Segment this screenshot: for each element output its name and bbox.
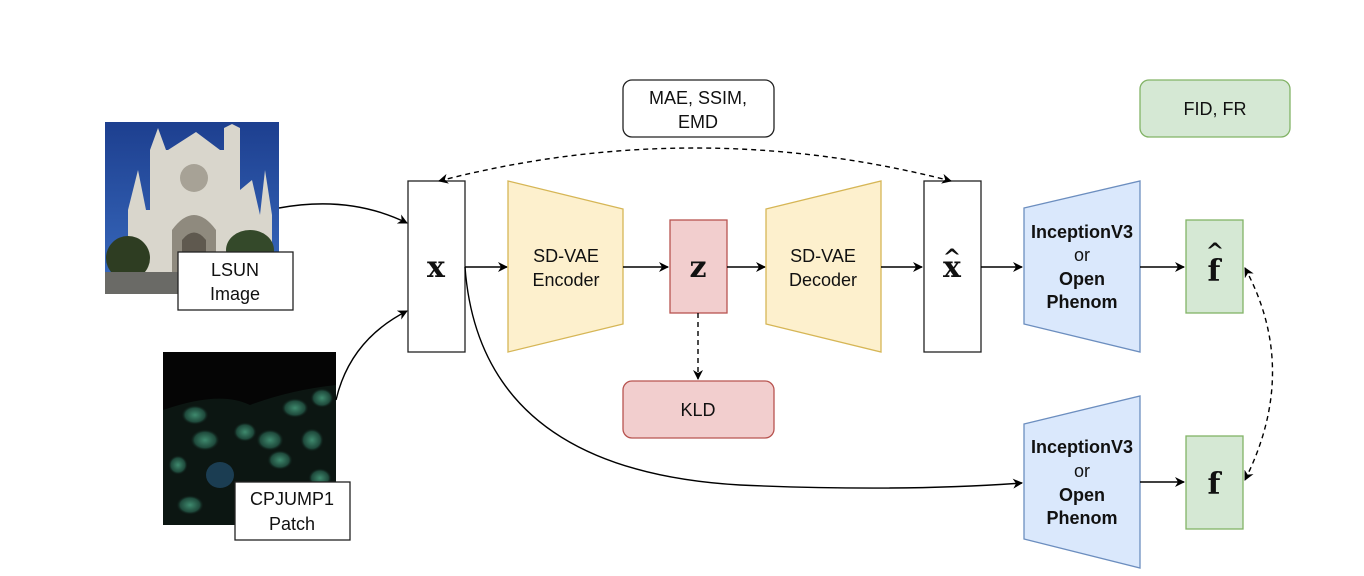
feature-metric-label: FID, FR: [1184, 99, 1247, 119]
feature-net-top-line4: Phenom: [1046, 292, 1117, 312]
feature-net-bottom-line4: Phenom: [1046, 508, 1117, 528]
cpjump-label-box: [234, 481, 351, 541]
feature-net-top-line1: InceptionV3: [1031, 222, 1133, 242]
encoder-label-line2: Encoder: [532, 270, 599, 290]
x-hat-symbol: x: [943, 250, 962, 285]
f-hat-accent: ^: [1206, 239, 1224, 265]
z-node: [669, 219, 728, 314]
f-hat-symbol: f: [1208, 254, 1223, 289]
lsun-to-x-arrow: [278, 203, 408, 224]
reconstruction-metric-line1: MAE, SSIM,: [649, 88, 747, 108]
x-symbol: x: [427, 250, 446, 285]
decoder-label-line2: Decoder: [789, 270, 857, 290]
lsun-label-line1: LSUN: [211, 260, 259, 280]
cpjump-label-line1: CPJUMP1: [250, 489, 334, 509]
x-to-featurenet-bottom-arrow: [464, 266, 1023, 489]
f-hat-node: [1185, 219, 1244, 314]
z-symbol: z: [689, 250, 706, 285]
encoder-node: [507, 180, 624, 353]
x-hat-accent: ^: [943, 245, 961, 271]
reconstruction-metric-box: [622, 79, 775, 138]
x-hat-node: [923, 180, 982, 353]
feature-metric-box: [1139, 79, 1291, 138]
decoder-node: [765, 180, 882, 353]
fhat-f-comparison-arrow: [1244, 267, 1274, 481]
feature-net-bottom-line3: Open: [1059, 485, 1105, 505]
feature-net-bottom-line2: or: [1074, 461, 1090, 481]
feature-net-top-node: [1023, 180, 1141, 353]
kld-metric-label: KLD: [680, 400, 715, 420]
x-xhat-comparison-arrow: [438, 147, 952, 184]
lsun-label-line2: Image: [210, 284, 260, 304]
feature-net-top-line3: Open: [1059, 269, 1105, 289]
lsun-label-box: [177, 251, 294, 311]
feature-net-top-line2: or: [1074, 245, 1090, 265]
feature-net-bottom-line1: InceptionV3: [1031, 437, 1133, 457]
cpjump-to-x-arrow: [335, 310, 408, 401]
feature-net-bottom-node: [1023, 395, 1141, 569]
decoder-label-line1: SD-VAE: [790, 246, 856, 266]
cpjump-label-line2: Patch: [269, 514, 315, 534]
kld-metric-box: [622, 380, 775, 439]
encoder-label-line1: SD-VAE: [533, 246, 599, 266]
f-symbol: f: [1208, 467, 1223, 502]
reconstruction-metric-line2: EMD: [678, 112, 718, 132]
f-node: [1185, 435, 1244, 530]
x-node: [407, 180, 466, 353]
